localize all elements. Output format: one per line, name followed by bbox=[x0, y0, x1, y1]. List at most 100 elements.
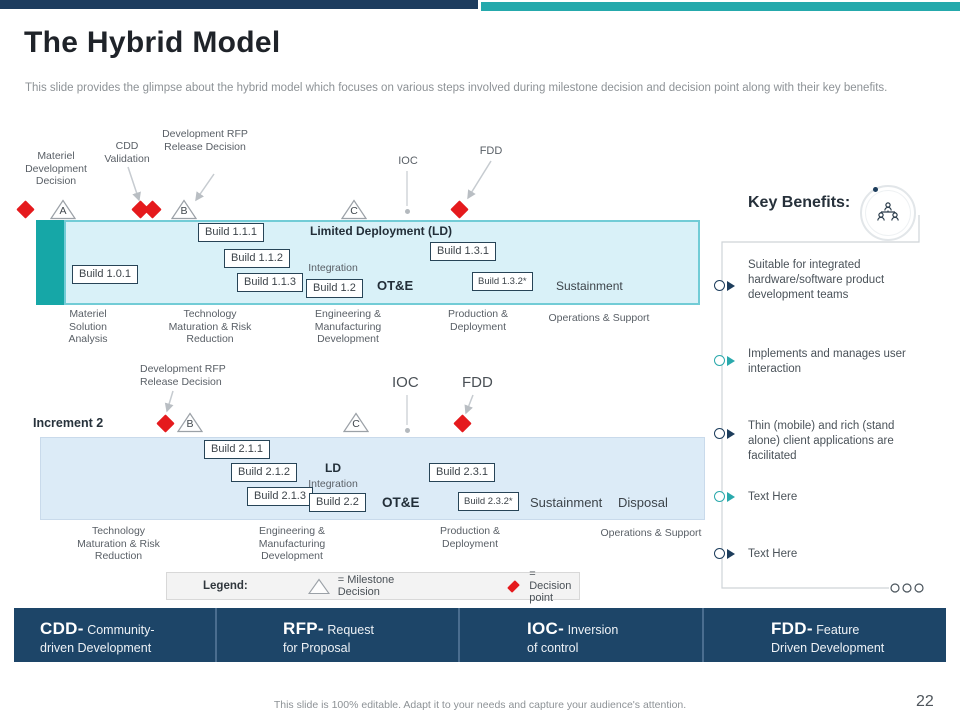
label-ioc-2: IOC bbox=[392, 374, 419, 391]
ote-label-2: OT&E bbox=[382, 495, 420, 510]
legend-milestone-label: = Milestone Decision bbox=[337, 574, 395, 598]
page-subtitle: This slide provides the glimpse about th… bbox=[25, 82, 888, 94]
phase-label: Materiel Solution Analysis bbox=[68, 308, 108, 345]
acronym-abbr: FDD- bbox=[771, 619, 813, 638]
milestone-b-marker: B bbox=[171, 199, 197, 220]
increment1-band bbox=[64, 220, 700, 305]
acronym-cell-fdd: FDD- Feature Driven Development bbox=[702, 608, 946, 662]
milestone-b2-marker: B bbox=[177, 412, 203, 433]
label-dev-rfp-release-decision-2: Development RFP Release Decision bbox=[140, 363, 226, 388]
acronym-abbr: RFP- bbox=[283, 619, 324, 638]
milestone-triangle-icon bbox=[171, 199, 197, 220]
phase-label: Engineering & Manufacturing Development bbox=[314, 308, 382, 345]
build-box: Build 1.2 bbox=[306, 279, 363, 298]
acronym-abbr: IOC- bbox=[527, 619, 565, 638]
page-number: 22 bbox=[916, 693, 934, 710]
team-hierarchy-icon bbox=[860, 185, 916, 241]
acronym-rest: Request bbox=[327, 623, 374, 637]
connector-end-dot-2 bbox=[902, 583, 912, 593]
milestone-triangle-icon bbox=[341, 199, 367, 220]
integration-label-1: Integration bbox=[308, 262, 358, 274]
connector-end-dot-3 bbox=[914, 583, 924, 593]
phase-label: Engineering & Manufacturing Development bbox=[258, 525, 326, 562]
benefit-item: Suitable for integrated hardware/softwar… bbox=[748, 259, 885, 301]
top-bar-teal bbox=[481, 2, 960, 11]
acronym-cell-ioc: IOC- Inversion of control bbox=[458, 608, 702, 662]
fdd-arrow bbox=[467, 160, 492, 200]
build-box: Build 2.2 bbox=[309, 493, 366, 512]
legend-decision-label: = Decision point bbox=[529, 568, 572, 604]
decision-point-icon bbox=[450, 200, 469, 219]
ioc2-point-dot bbox=[405, 428, 410, 433]
acronym-cell-rfp: RFP- Request for Proposal bbox=[215, 608, 458, 662]
rfp2-decision-arrow bbox=[164, 390, 174, 413]
cdd-validation-arrow bbox=[127, 166, 141, 202]
benefit-item: Thin (mobile) and rich (stand alone) cli… bbox=[748, 420, 895, 462]
phase-label: Operations & Support bbox=[548, 312, 650, 324]
acronym-abbr: CDD- bbox=[40, 619, 84, 638]
benefit-item: Text Here bbox=[748, 548, 798, 560]
phase-label: Production & Deployment bbox=[447, 308, 509, 333]
band1-start-block bbox=[36, 220, 64, 305]
milestone-letter: C bbox=[350, 205, 358, 217]
increment2-row-label: Increment 2 bbox=[33, 416, 104, 430]
label-fdd-2: FDD bbox=[462, 374, 493, 391]
benefit-bullet-icon bbox=[714, 548, 735, 559]
legend: Legend: = Milestone Decision = Decision … bbox=[166, 568, 580, 604]
benefit-item: Text Here bbox=[748, 491, 798, 503]
benefit-item: Implements and manages user interaction bbox=[748, 348, 906, 375]
fdd2-arrow bbox=[464, 394, 474, 415]
acronym-cell-cdd: CDD- Community- driven Development bbox=[14, 608, 215, 662]
acronym-line2: for Proposal bbox=[283, 641, 351, 655]
disposal-label: Disposal bbox=[618, 495, 668, 510]
milestone-triangle-icon bbox=[177, 412, 203, 433]
legend-title: Legend: bbox=[203, 580, 248, 592]
phase-label: Operations & Support bbox=[600, 527, 702, 539]
decision-point-icon bbox=[16, 200, 35, 219]
acronym-line2: Driven Development bbox=[771, 641, 885, 655]
label-materiel-development-decision: Materiel Development Decision bbox=[25, 150, 87, 187]
acronym-rest: Community- bbox=[87, 623, 155, 637]
phase-label: Technology Maturation & Risk Reduction bbox=[77, 525, 160, 562]
acronym-rest: Feature bbox=[816, 623, 860, 637]
decision-point-icon bbox=[453, 414, 472, 433]
rfp-decision-arrow bbox=[195, 173, 215, 202]
label-cdd-validation: CDD Validation bbox=[104, 140, 150, 165]
benefit-bullet-icon bbox=[714, 491, 735, 502]
label-ioc-1: IOC bbox=[398, 155, 418, 167]
benefit-bullet-icon bbox=[714, 355, 735, 366]
sustainment-label-2: Sustainment bbox=[530, 495, 603, 510]
acronym-bar: CDD- Community- driven Development RFP- … bbox=[14, 608, 946, 662]
acronym-line2: of control bbox=[527, 641, 579, 655]
build-box: Build 1.3.1 bbox=[430, 242, 496, 261]
page-title: The Hybrid Model bbox=[24, 26, 281, 59]
accent-dot bbox=[873, 187, 878, 192]
sustainment-label-1: Sustainment bbox=[556, 279, 623, 293]
build-box: Build 2.1.3 bbox=[247, 487, 313, 506]
build-box: Build 1.0.1 bbox=[72, 265, 138, 284]
decision-point-icon bbox=[143, 200, 162, 219]
ote-label-1: OT&E bbox=[377, 278, 414, 293]
ld-label-2: LD bbox=[325, 461, 341, 475]
build-box: Build 1.1.1 bbox=[198, 223, 264, 242]
integration-label-2: Integration bbox=[308, 478, 358, 490]
milestone-c-marker: C bbox=[341, 199, 367, 220]
acronym-line2: driven Development bbox=[40, 641, 152, 655]
limited-deployment-label: Limited Deployment (LD) bbox=[309, 224, 452, 238]
decision-point-icon bbox=[156, 414, 175, 433]
connector-end-dot-1 bbox=[890, 583, 900, 593]
milestone-letter: C bbox=[352, 418, 360, 430]
milestone-triangle-icon bbox=[50, 199, 76, 220]
milestone-c2-marker: C bbox=[343, 412, 369, 433]
phase-label: Technology Maturation & Risk Reduction bbox=[168, 308, 252, 345]
label-dev-rfp-release-decision: Development RFP Release Decision bbox=[162, 128, 248, 153]
key-benefits-title: Key Benefits: bbox=[748, 194, 851, 211]
milestone-letter: A bbox=[59, 205, 67, 217]
build-box: Build 2.1.2 bbox=[231, 463, 297, 482]
acronym-rest: Inversion bbox=[567, 623, 619, 637]
benefit-bullet-icon bbox=[714, 280, 735, 291]
phase-label: Production & Deployment bbox=[439, 525, 501, 550]
build-box: Build 2.3.1 bbox=[429, 463, 495, 482]
footer-note: This slide is 100% editable. Adapt it to… bbox=[273, 699, 687, 711]
